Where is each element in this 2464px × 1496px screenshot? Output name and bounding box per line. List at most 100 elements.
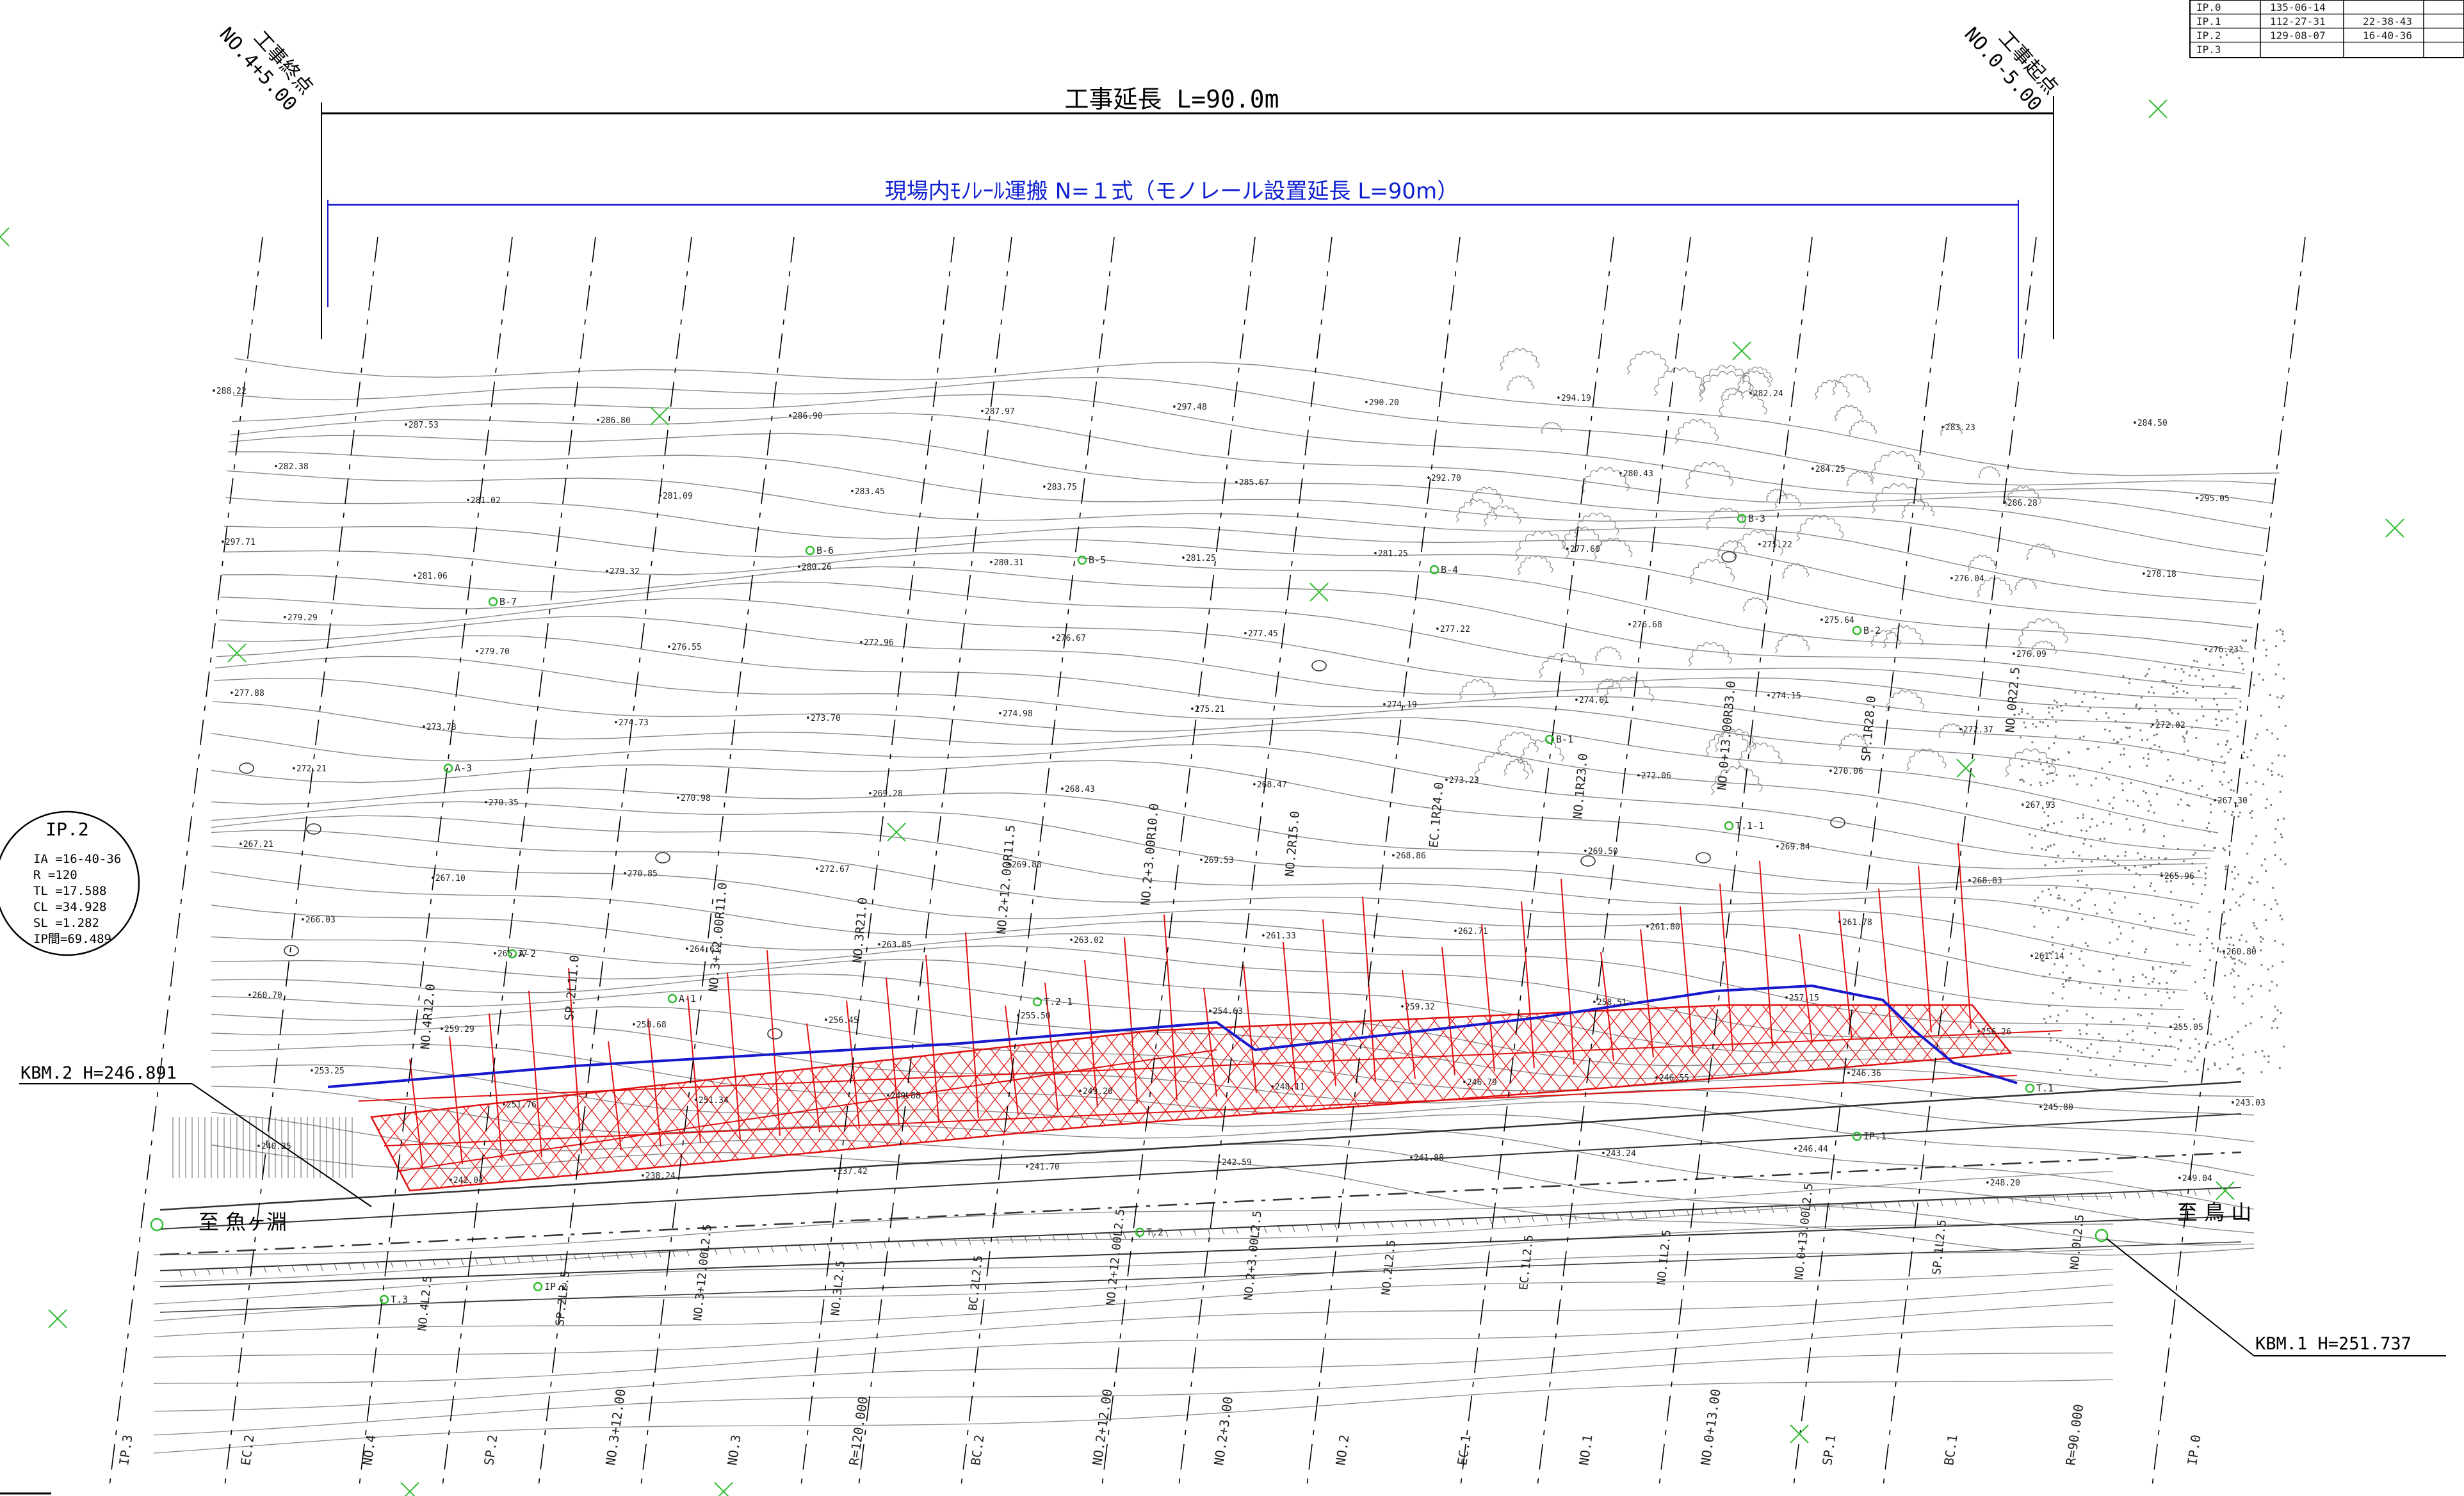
cross-mark-icon [1732,341,1751,360]
slope-dot [2265,869,2267,873]
slope-dot [2191,666,2193,669]
point-label: A-3 [455,762,472,774]
slope-dot [2148,668,2150,670]
rock-outline [1906,748,1947,771]
road-tick [348,1263,352,1270]
cross-mark-icon [2385,519,2404,538]
elevation-label: •257.15 [1784,993,1819,1003]
slope-dot [2205,866,2208,869]
slope-dot [2264,807,2267,810]
slope-dot [2267,1055,2270,1058]
road-tick [1108,1232,1112,1239]
hatch-line [1977,1005,2011,1191]
slope-dot [2146,764,2148,767]
slope-dot [2180,903,2182,906]
slope-dot [2201,678,2204,681]
slope-dot [2223,911,2225,913]
cross-mark-icon [1956,759,1975,778]
rock-outline [2018,618,2068,647]
slope-dot [2250,749,2253,752]
slope-dot [2198,669,2200,672]
hatch-line [1905,1005,2011,1191]
rock-outline [2005,748,2056,777]
support-line [1560,878,1575,1065]
slope-dot [2042,954,2045,956]
monorail-alignment [327,984,2018,1088]
road-tick [1235,1227,1239,1234]
slope-dot [2138,913,2141,915]
station-label: SP.1R28.0 [1859,695,1879,762]
slope-dot [2113,901,2116,904]
ip2-line: IP間=69.489 [33,932,111,946]
elevation-label: •255.05 [2168,1023,2203,1033]
slope-dot [2177,803,2180,806]
slope-dot [2210,1033,2212,1036]
slope-dot [2169,775,2171,777]
elevation-label: •238.24 [640,1171,676,1181]
road-tick [2010,1196,2014,1203]
slope-dot [2220,755,2223,758]
slope-dot [2086,1024,2088,1026]
rock-outline [1815,380,1850,400]
rock-outline [1978,466,2000,479]
ip2-line: SL =1.282 [33,916,99,930]
rock-outline [1674,419,1719,444]
slope-dot [2268,989,2271,992]
slope-dot [2167,759,2169,761]
slope-dot [2274,828,2277,830]
slope-dot [2103,837,2106,840]
elevation-label: •286.80 [596,416,631,426]
slope-dot [2128,766,2131,768]
slope-dot [2219,1067,2221,1070]
slope-dot [2276,629,2278,632]
slope-dot [2270,770,2273,773]
slope-dot [2044,864,2047,867]
slope-dot [2194,699,2197,702]
slope-dot [2148,1022,2151,1025]
elevation-label: •267.10 [430,874,466,883]
slope-dot [2166,987,2168,990]
slope-dot [2040,826,2043,829]
slope-dot [2237,815,2240,818]
slope-dot [2112,796,2115,799]
slope-dot [2079,899,2082,901]
support-line [1163,914,1178,1100]
slope-dot [2120,932,2122,935]
slope-dot [2181,819,2184,822]
slope-dot [2228,845,2231,848]
slope-dot [2185,732,2187,735]
slope-dot [2152,981,2154,983]
slope-dot [2052,780,2055,782]
elevation-label: •251.76 [501,1100,537,1110]
support-line [1680,906,1694,1054]
slope-dot [2059,897,2061,899]
slope-dot [2089,1056,2091,1059]
slope-dot [2091,1017,2094,1019]
slope-dot [2253,684,2255,687]
control-point-icon [1544,734,1555,744]
ip2-curve-data: IP.2 IA =16-40-36 R =120 TL =17.588 CL =… [0,810,140,956]
elevation-label: •243.03 [2230,1098,2265,1108]
road-tick [1306,1225,1309,1232]
slope-dot [2079,958,2081,960]
slope-dot [2052,822,2055,824]
slope-dot [2039,781,2041,784]
slope-dot [2098,970,2100,972]
slope-dot [2153,890,2156,892]
station-label: NO.3 [724,1434,743,1467]
road-tick [770,1246,774,1253]
slope-dot [2059,1069,2062,1072]
slope-dot [2133,886,2136,889]
road-tick [1292,1225,1295,1232]
control-point-icon [2025,1083,2035,1093]
elevation-label: •277.22 [1435,625,1470,634]
slope-dot [2048,711,2050,714]
slope-dot [2271,774,2273,776]
slope-dot [2153,811,2155,814]
contour-line [232,376,2276,486]
slope-dot [2128,952,2130,954]
slope-dot [2265,648,2267,651]
slope-dot [2217,710,2220,712]
slope-dot [2030,846,2033,849]
slope-dot [2233,865,2236,868]
